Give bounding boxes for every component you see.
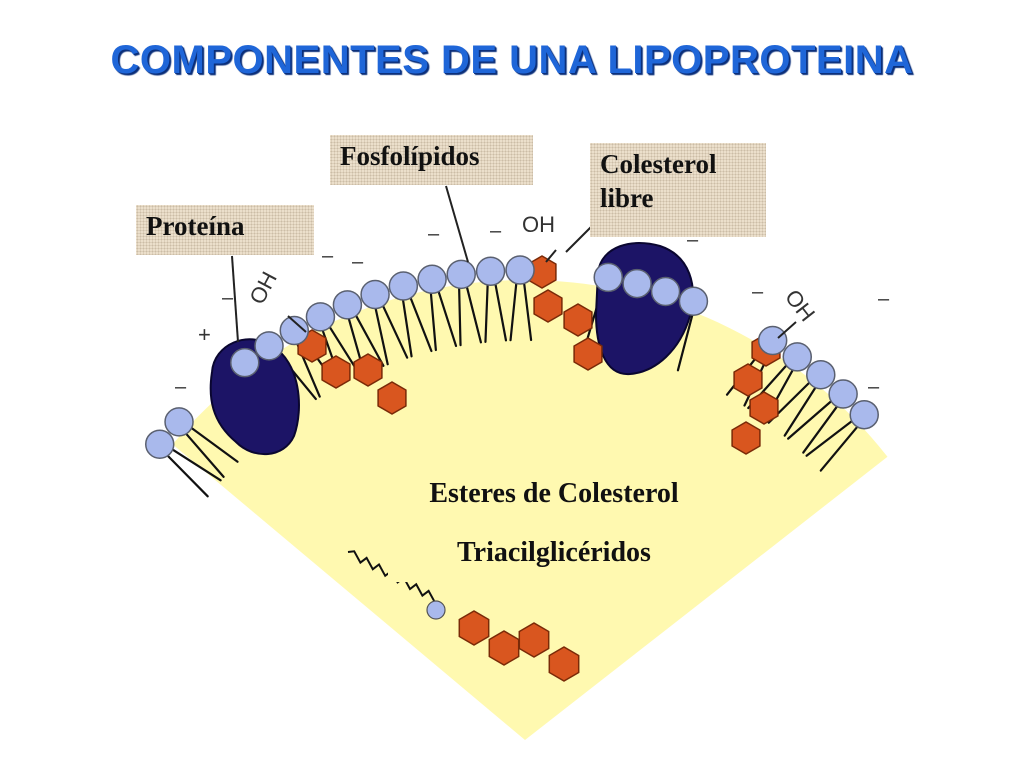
phospholipid-head: [360, 279, 390, 310]
phospholipid-head: [446, 259, 476, 290]
cholesterol-ring: [353, 353, 383, 387]
phospholipid-head: [806, 359, 836, 390]
core-label-cholesterol-esters: Esteres de Colesterol: [429, 478, 679, 509]
phospholipid-tail: [494, 283, 508, 342]
phospholipid-tail: [523, 282, 533, 342]
phospholipid-head: [388, 271, 419, 301]
phospholipid-tail: [465, 286, 483, 344]
phospholipid-head: [305, 302, 336, 332]
plus-charge: +: [198, 322, 211, 347]
core-label-box: Esteres de Colesterol Triacilglicéridos: [388, 454, 720, 582]
phospholipid-tail: [409, 297, 433, 353]
minus-charge: –: [322, 245, 334, 267]
ester-ring: [458, 610, 490, 646]
label-pointer-line: [445, 185, 469, 263]
hydroxyl-bond: [287, 315, 307, 333]
phospholipid-head: [144, 429, 175, 459]
minus-charge: –: [352, 251, 364, 273]
cholesterol-ring: [563, 303, 593, 337]
hydroxyl-bond: [545, 249, 557, 263]
phospholipid-tail: [819, 426, 858, 472]
minus-charge: –: [222, 287, 234, 309]
phospholipid-tail: [783, 387, 817, 437]
phospholipid-head: [279, 315, 310, 346]
phospholipid-tail: [402, 299, 413, 358]
cholesterol-ester-molecule: [347, 550, 580, 682]
cholesterol-ring: [321, 355, 351, 389]
phospholipid-tail: [787, 400, 832, 440]
phospholipid-tail: [458, 287, 462, 347]
free-cholesterol-molecules: [297, 255, 781, 455]
protein-label: Proteína: [136, 205, 314, 255]
slide-title: COMPONENTES DE UNA LIPOPROTEINA: [110, 38, 914, 82]
minus-charge: –: [175, 376, 187, 398]
cholesterol-ring: [733, 363, 763, 397]
free-cholesterol-label-line1: Colesterol: [600, 149, 717, 179]
phospholipid-head: [757, 325, 788, 356]
phospholipid-tail: [802, 405, 838, 454]
phospholipid-head: [593, 262, 623, 293]
minus-charge: –: [428, 223, 440, 245]
phospholipid-tail: [185, 433, 225, 478]
phospholipid-tail: [437, 291, 458, 348]
phospholipid-tail: [167, 455, 209, 498]
phospholipid-head: [622, 268, 652, 299]
phospholipid-head: [678, 286, 709, 316]
cholesterol-ring: [377, 381, 407, 415]
phospholipid-tail: [374, 307, 389, 366]
ester-ring: [548, 646, 580, 682]
phospholipid-tail: [805, 420, 853, 457]
phospholipid-tail: [190, 427, 239, 463]
phospholipid-head: [782, 342, 813, 372]
phospholipid-tail: [429, 292, 437, 352]
phospholipid-head: [230, 347, 260, 378]
phospholipid-head: [417, 264, 447, 295]
phospholipid-head: [332, 290, 363, 320]
cholesterol-ring: [731, 421, 761, 455]
phospholipid-tail: [382, 305, 409, 359]
phospholipid-head: [505, 255, 535, 285]
oh-label-left: OH: [244, 267, 282, 308]
phospholipid-head: [650, 276, 681, 307]
minus-charge: –: [878, 288, 890, 310]
phospholipid-heads: [144, 255, 879, 459]
cholesterol-ring: [533, 289, 563, 323]
phospholipid-tail: [509, 282, 518, 342]
phospholipid-tail: [484, 284, 489, 343]
ester-ring: [488, 630, 520, 666]
minus-charge: –: [752, 281, 764, 303]
label-pointers: [231, 185, 797, 343]
phospholipid-head: [164, 407, 194, 437]
free-cholesterol-label-line2: libre: [600, 183, 654, 213]
phospholipids-label: Fosfolípidos: [330, 135, 533, 185]
oh-label-right: OH: [780, 285, 820, 326]
phospholipid-tail: [676, 314, 694, 372]
phospholipid-tail: [172, 448, 222, 482]
ester-ring: [518, 622, 550, 658]
ester-head: [426, 600, 446, 620]
core-label-triacylglycerides: Triacilglicéridos: [457, 537, 651, 568]
hydroxyl-bond: [777, 321, 797, 339]
oh-label-center: OH: [522, 212, 555, 237]
cholesterol-ring: [749, 391, 779, 425]
free-cholesterol-label: Colesterol libre: [590, 143, 766, 237]
minus-charge: –: [490, 220, 502, 242]
phospholipid-head: [849, 399, 879, 430]
phospholipid-head: [475, 256, 506, 287]
label-pointer-line: [231, 255, 239, 343]
cholesterol-ring: [573, 337, 603, 371]
phospholipid-head: [828, 379, 858, 409]
phospholipid-tail: [355, 315, 385, 367]
minus-charge: –: [868, 376, 880, 398]
phospholipid-head: [254, 331, 284, 361]
